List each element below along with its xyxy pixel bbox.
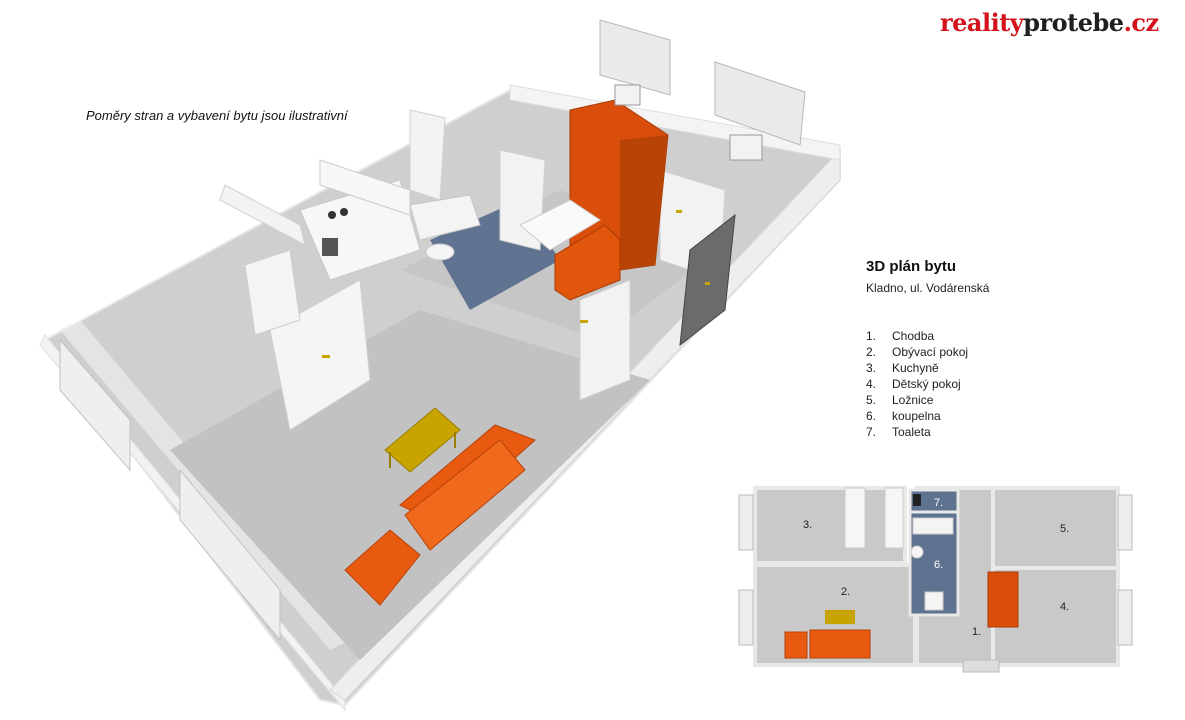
entrance-door — [679, 213, 736, 347]
wardrobe-front — [620, 135, 668, 270]
window-back-1 — [599, 19, 671, 96]
room-kitchen — [753, 486, 907, 565]
legend-item: 4.Dětský pokoj — [866, 377, 961, 391]
illustrative-note: Poměry stran a vybavení bytu jsou ilustr… — [86, 108, 348, 123]
floorplan-2d: 3. 2. 7. 6. 1. 5. 4. — [738, 486, 1133, 673]
brand-logo[interactable]: realityprotebe.cz — [940, 8, 1159, 37]
white-cabinet — [519, 199, 601, 251]
logo-part-domain: .cz — [1123, 8, 1160, 37]
radiator-2 — [729, 134, 763, 161]
oven — [322, 238, 338, 256]
inner-wall-2 — [579, 279, 631, 401]
legend-item: 5.Ložnice — [866, 393, 934, 407]
legend-item: 7.Toaleta — [866, 425, 931, 439]
floorplan-label-4: 4. — [1060, 601, 1069, 613]
window-left-1 — [59, 338, 131, 472]
room-bedroom — [991, 486, 1120, 570]
legend-item: 2.Obývací pokoj — [866, 345, 969, 359]
armchair-3d — [344, 529, 421, 606]
washbasin-3d — [425, 243, 455, 261]
apartment-3d-view — [39, 19, 841, 712]
inner-wall-6 — [219, 184, 306, 246]
stove-burner-2 — [340, 208, 348, 216]
plan-title: 3D plán bytu — [866, 258, 957, 275]
cabinet-orange — [554, 224, 621, 301]
coffee-table — [384, 407, 461, 473]
kitchen-fridge — [244, 249, 301, 336]
radiator-1 — [614, 84, 641, 106]
window-left-2 — [179, 468, 281, 642]
room-legend: 1.Chodba 2.Obývací pokoj 3.Kuchyně 4.Dět… — [866, 328, 968, 440]
window-back-2 — [714, 61, 806, 146]
armchair-2d — [784, 631, 808, 659]
floorplan-label-1: 1. — [972, 626, 981, 638]
floorplan-label-6: 6. — [934, 559, 943, 571]
sofa-seat — [404, 439, 526, 551]
plan-address: Kladno, ul. Vodárenská — [866, 281, 990, 295]
stove-burner — [328, 211, 336, 219]
bathtub-3d — [409, 194, 481, 241]
legend-item: 3.Kuchyně — [866, 361, 939, 375]
floorplan-label-2: 2. — [841, 586, 850, 598]
sofa-2d — [809, 629, 871, 659]
logo-part-reality: reality — [940, 8, 1024, 37]
legend-item: 1.Chodba — [866, 329, 935, 343]
wardrobe-2d — [987, 571, 1019, 628]
room-toilet — [908, 488, 960, 514]
kitchen-upper-cabinets — [319, 159, 411, 216]
inner-wall-5 — [409, 109, 446, 201]
legend-item: 6.koupelna — [866, 409, 941, 423]
logo-part-protebe: protebe — [1023, 8, 1124, 37]
table-2d — [825, 610, 855, 624]
floorplan-label-5: 5. — [1060, 523, 1069, 535]
floorplan-label-7: 7. — [934, 497, 943, 509]
floorplan-label-3: 3. — [803, 519, 812, 531]
